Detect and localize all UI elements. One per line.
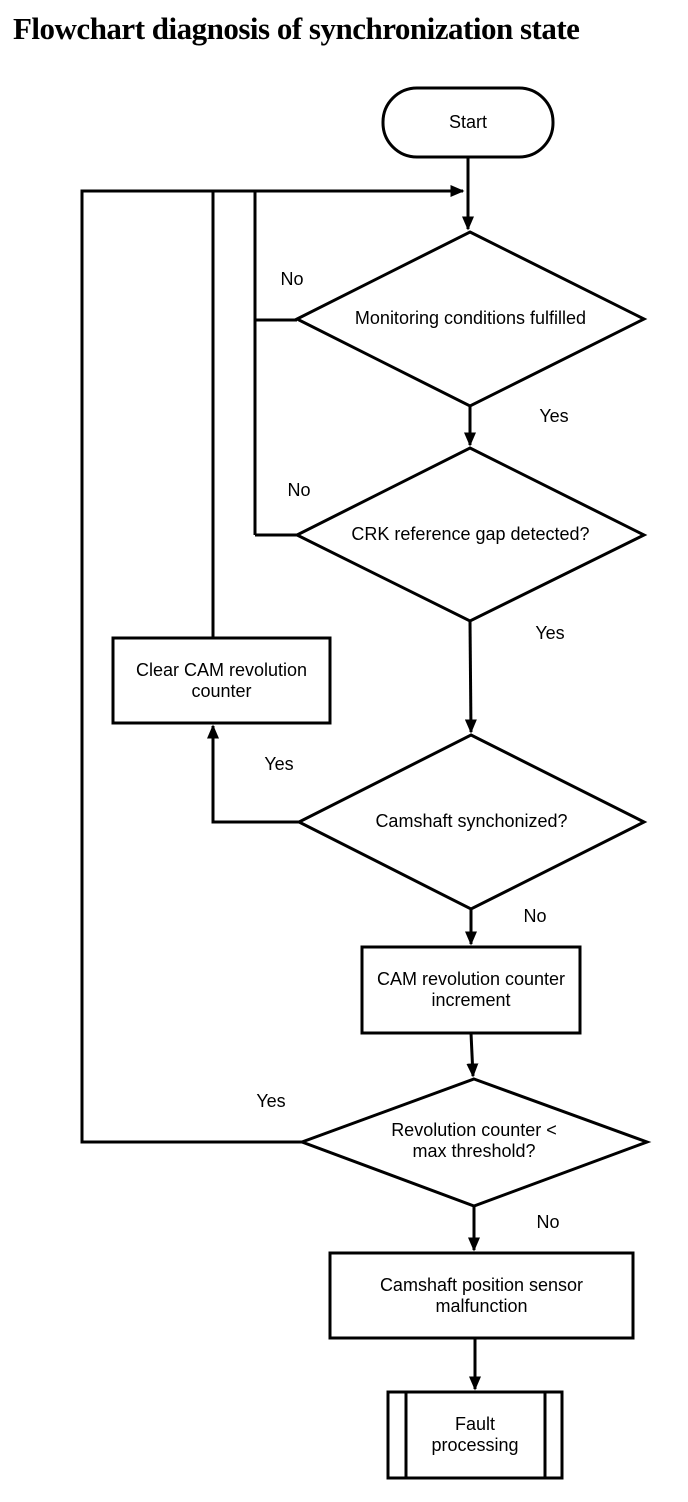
- process-counter-increment-shape: [360, 945, 582, 1035]
- branch-label-no: No: [523, 906, 547, 926]
- decision-camshaft-synchronized-label: Camshaft synchonized?: [375, 811, 568, 831]
- connector-yes-loop-to-top: [80, 185, 465, 1144]
- start-node-label: Start: [448, 112, 487, 132]
- decision-revolution-counter-shape: [297, 1077, 652, 1208]
- branch-label-no: No: [536, 1212, 560, 1232]
- connector-camshaft-yes-to-clear: [207, 724, 299, 824]
- connector-increment-to-threshold: [466, 1032, 479, 1078]
- branch-label-yes: Yes: [535, 623, 565, 643]
- branch-label-no: No: [280, 269, 304, 289]
- decision-monitoring-conditions-shape: [293, 230, 648, 408]
- process-clear-counter-label: Clear CAM revolution counter: [135, 659, 308, 701]
- decision-crk-reference-gap-label: CRK reference gap detected?: [351, 524, 590, 544]
- process-clear-counter-shape: [111, 636, 332, 725]
- branch-label-yes: Yes: [264, 754, 294, 774]
- page-title: Flowchart diagnosis of synchronization s…: [13, 11, 580, 46]
- start-node-shape: [381, 86, 555, 159]
- predefined-fault-processing-label: Fault processing: [431, 1414, 519, 1455]
- decision-crk-reference-gap-shape: [293, 446, 648, 623]
- decision-camshaft-synchronized-shape: [295, 733, 648, 911]
- branch-label-yes: Yes: [256, 1091, 286, 1111]
- predefined-fault-processing-shape: [386, 1390, 564, 1480]
- connector-crk-yes-to-camshaft: [464, 620, 477, 734]
- branch-label-no: No: [287, 480, 311, 500]
- process-sensor-malfunction-label: Camshaft position sensor malfunction: [379, 1274, 584, 1316]
- process-counter-increment-label: CAM revolution counter increment: [376, 969, 566, 1010]
- branch-label-yes: Yes: [539, 406, 569, 426]
- decision-revolution-counter-label: Revolution counter < max threshold?: [391, 1120, 557, 1161]
- process-sensor-malfunction-shape: [328, 1251, 635, 1340]
- decision-monitoring-conditions-label: Monitoring conditions fulfilled: [354, 308, 587, 328]
